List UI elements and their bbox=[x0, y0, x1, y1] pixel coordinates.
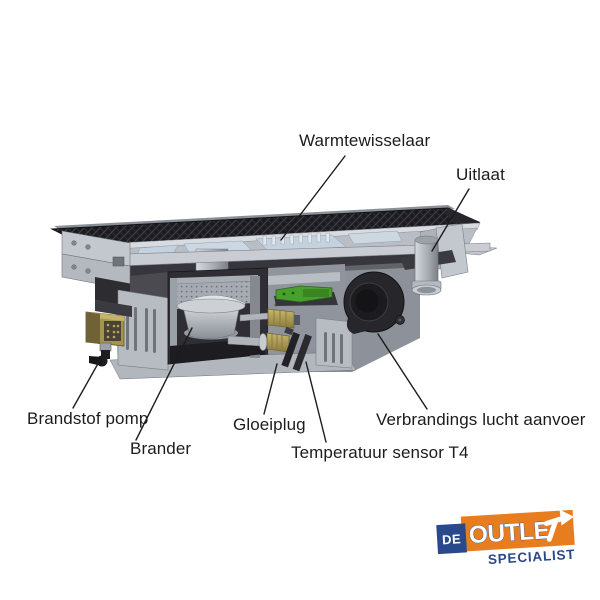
logo-de-text: DE bbox=[442, 531, 462, 547]
leader-temperatuur-sensor bbox=[305, 361, 327, 443]
label-warmtewisselaar: Warmtewisselaar bbox=[299, 131, 431, 150]
logo-outlet-text: OUTLE bbox=[468, 517, 550, 549]
burner-dome bbox=[176, 294, 246, 340]
green-connector bbox=[274, 285, 338, 306]
right-vent-panel bbox=[315, 317, 353, 369]
leader-brandstof-pomp bbox=[72, 352, 105, 409]
logo-banner bbox=[460, 509, 575, 552]
heater-unit bbox=[50, 205, 498, 380]
fuel-pump-nozzle bbox=[89, 350, 110, 367]
left-vent-panel bbox=[117, 289, 169, 371]
callout-lines bbox=[72, 155, 470, 443]
heat-exchanger-grille bbox=[50, 205, 481, 253]
leader-warmtewisselaar bbox=[280, 155, 346, 241]
leader-brander bbox=[135, 327, 193, 441]
label-brandstof-pomp: Brandstof pomp bbox=[27, 409, 149, 428]
arrow-t-icon bbox=[543, 509, 575, 542]
label-gloeiplug: Gloeiplug bbox=[233, 415, 306, 434]
leader-uitlaat bbox=[431, 188, 470, 252]
leader-gloeiplug bbox=[263, 363, 278, 415]
brand-logo: DE OUTLE SPECIALIST bbox=[436, 509, 576, 567]
logo-de-square bbox=[436, 523, 467, 555]
exhaust-pipe bbox=[411, 235, 442, 296]
temperature-sensor-t4 bbox=[239, 308, 300, 329]
fuel-pump bbox=[85, 300, 132, 367]
logo-specialist-text: SPECIALIST bbox=[487, 547, 575, 567]
sensor-wires bbox=[281, 326, 312, 372]
combustion-air-blower bbox=[343, 271, 405, 334]
leader-verbrandings-lucht bbox=[377, 333, 428, 410]
label-verbrandings-lucht: Verbrandings lucht aanvoer bbox=[376, 410, 586, 429]
label-temperatuur-sensor: Temperatuur sensor T4 bbox=[291, 443, 469, 462]
label-uitlaat: Uitlaat bbox=[456, 165, 505, 184]
label-brander: Brander bbox=[130, 439, 192, 458]
